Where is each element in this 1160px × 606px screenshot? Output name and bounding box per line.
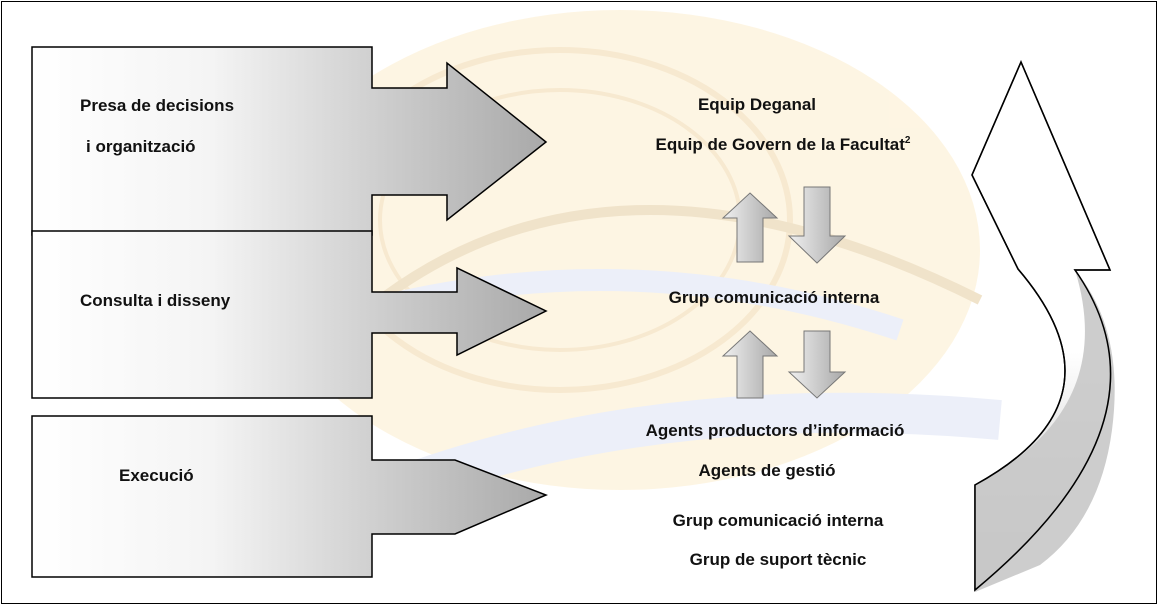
level-top-line1: Equip Deganal [697, 95, 817, 114]
stage-label-consultation: Consulta i disseny [80, 291, 231, 310]
stage-label-decisions: Presa de decisions [80, 96, 235, 115]
curved-return-arrow [971, 60, 1115, 592]
stage-label-decisions-line2: i organització [86, 137, 196, 156]
footnote-marker: 2 [904, 135, 911, 146]
level-bottom-line2: Agents de gestió [698, 461, 836, 480]
level-bottom-line4: Grup de suport tècnic [689, 550, 867, 569]
up-arrow [721, 192, 779, 263]
down-arrow [787, 186, 847, 264]
level-top-line2: Equip de Govern de la Facultat [655, 135, 905, 154]
up-arrow [721, 330, 779, 399]
callout-arrow [31, 415, 548, 578]
level-bottom-line1: Agents productors d’informació [645, 421, 905, 440]
level-bottom-line3: Grup comunicació interna [672, 511, 884, 530]
stage-label-execution: Execució [119, 466, 194, 485]
down-arrow [787, 330, 847, 399]
level-middle-line1: Grup comunicació interna [668, 288, 880, 307]
callout-arrow [31, 230, 548, 399]
level-top-line2-wrap: Equip de Govern de la Facultat2 [656, 131, 911, 155]
